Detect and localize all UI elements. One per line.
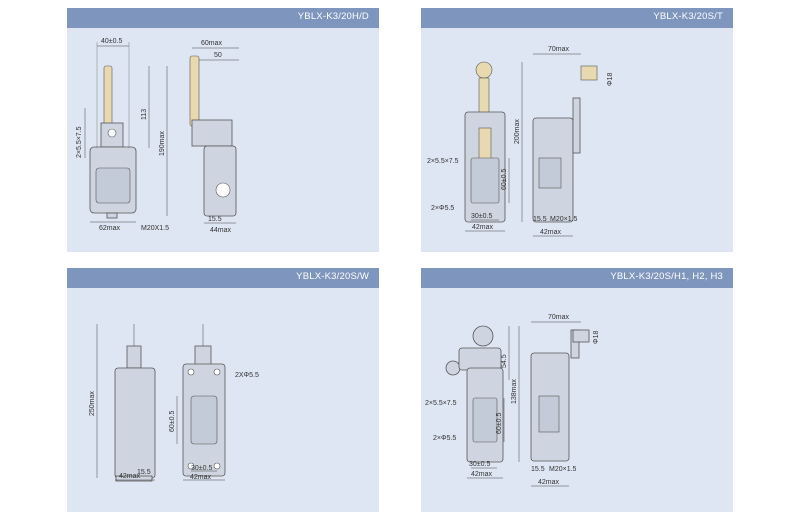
panel-header: YBLX-K3/20S/T xyxy=(421,8,733,28)
side-conduit xyxy=(215,182,231,198)
front-view xyxy=(464,61,506,223)
dim-42b: 42max xyxy=(540,229,562,236)
dim-113: 113 xyxy=(141,109,148,120)
dim-42b: 42max xyxy=(538,479,560,486)
dim-phi18: Φ18 xyxy=(607,73,614,86)
head xyxy=(126,345,142,369)
dim-mount: 2×5.5×7.5 xyxy=(425,400,457,407)
dim-side-50: 50 xyxy=(214,52,222,59)
side-roller xyxy=(572,329,590,343)
dim-190: 190max xyxy=(159,131,166,156)
base xyxy=(115,475,153,482)
dim-54: 54.5 xyxy=(501,354,508,368)
side-body xyxy=(203,145,237,217)
dim-70: 70max xyxy=(548,314,570,321)
switch-body xyxy=(114,367,156,479)
dim-mount: 2×5.5×7.5 xyxy=(427,158,459,165)
front-view xyxy=(89,65,137,219)
front-view xyxy=(114,324,156,482)
dim-top-width: 40±0.5 xyxy=(101,38,122,45)
side-view xyxy=(530,329,590,462)
side-arm xyxy=(572,97,581,154)
dim-70: 70max xyxy=(548,46,570,53)
dim-60: 60±0.5 xyxy=(501,169,508,190)
side-head xyxy=(191,119,233,147)
dim-30: 30±0.5 xyxy=(191,465,212,472)
lever-head xyxy=(458,347,502,371)
panel-header: YBLX-K3/20S/H1, H2, H3 xyxy=(421,268,733,288)
dim-thread: M20X1.5 xyxy=(141,225,169,232)
dim-hole: 2XΦ5.5 xyxy=(235,372,259,379)
head-rear xyxy=(194,345,212,367)
panel-title: YBLX-K3/20S/H1, H2, H3 xyxy=(610,271,723,282)
dim-hole: 2×Φ5.5 xyxy=(431,205,454,212)
dim-60: 60±0.5 xyxy=(496,413,503,434)
dim-250: 250max xyxy=(89,391,96,416)
drawing-20s-h: 70max Φ18 54.5 2×5.5×7.5 138max 60±0.5 2… xyxy=(425,314,600,487)
dim-hole: 2×Φ5.5 xyxy=(433,435,456,442)
dim-62: 62max xyxy=(99,225,121,232)
roller-top xyxy=(472,325,494,347)
cover-plate xyxy=(470,157,500,204)
drawing-20s-w: 250max 2XΦ5.5 60±0.5 15.5 42max 30±0.5 4… xyxy=(89,324,259,482)
head-pivot xyxy=(107,128,117,138)
side-view xyxy=(532,65,598,223)
panel-yblx-k3-20s-h: YBLX-K3/20S/H1, H2, H3 70max Φ18 54.5 2×… xyxy=(421,268,733,512)
dim-mount: 2×5.5×7.5 xyxy=(76,126,83,158)
panel-yblx-k3-20h-d: YBLX-K3/20H/D 40±0.5 60max 50 2×5.5×7.5 xyxy=(67,8,379,252)
roller xyxy=(475,61,493,79)
dim-42: 42max xyxy=(472,224,494,231)
dim-60: 60±0.5 xyxy=(169,411,176,432)
rear-view xyxy=(182,324,226,477)
dim-thread: M20×1.5 xyxy=(550,216,578,223)
dim-44: 44max xyxy=(210,227,232,234)
drawing-20h-d: 40±0.5 60max 50 2×5.5×7.5 113 190max 62m… xyxy=(76,38,239,234)
panel-yblx-k3-20s-t: YBLX-K3/20S/T 70max Φ18 2×5.5×7.5 200max… xyxy=(421,8,733,252)
dim-42: 42max xyxy=(119,473,141,480)
panel-title: YBLX-K3/20S/T xyxy=(653,11,723,22)
dim-phi18: Φ18 xyxy=(593,331,600,344)
lever-rod-side xyxy=(189,55,200,127)
dim-138: 138max xyxy=(511,379,518,404)
mount-hole xyxy=(213,462,221,470)
cover-plate xyxy=(95,167,131,204)
dim-15: 15.5 xyxy=(533,216,547,223)
front-view xyxy=(445,325,504,463)
drawing-20s-t: 70max Φ18 2×5.5×7.5 200max 60±0.5 2×Φ5.5… xyxy=(427,46,614,237)
dim-15: 15.5 xyxy=(531,466,545,473)
dim-42b: 42max xyxy=(190,474,212,481)
lever-rod xyxy=(103,65,113,127)
panel-title: YBLX-K3/20S/W xyxy=(296,271,369,282)
side-view xyxy=(189,55,237,217)
mount-hole xyxy=(187,368,195,376)
panel-header: YBLX-K3/20H/D xyxy=(67,8,379,28)
panel-title: YBLX-K3/20H/D xyxy=(297,11,369,22)
mount-hole xyxy=(187,462,195,470)
dim-thread: M20×1.5 xyxy=(549,466,577,473)
mount-hole xyxy=(213,368,221,376)
dim-15: 15.5 xyxy=(137,469,151,476)
side-roller xyxy=(580,65,598,81)
side-window xyxy=(538,395,560,433)
roller-side xyxy=(445,360,461,376)
dim-30: 30±0.5 xyxy=(469,461,490,468)
dim-side-max: 60max xyxy=(201,40,223,47)
panel-yblx-k3-20s-w: YBLX-K3/20S/W 250max 2XΦ5.5 60±0.5 15.5 … xyxy=(67,268,379,512)
cover-plate xyxy=(190,395,218,445)
side-window xyxy=(538,157,562,189)
dim-30: 30±0.5 xyxy=(471,213,492,220)
panel-header: YBLX-K3/20S/W xyxy=(67,268,379,288)
cover-plate xyxy=(472,397,498,443)
dim-42: 42max xyxy=(471,471,493,478)
cable-entry xyxy=(106,212,118,219)
dim-15: 15.5 xyxy=(208,216,222,223)
dim-200: 200max xyxy=(514,119,521,144)
